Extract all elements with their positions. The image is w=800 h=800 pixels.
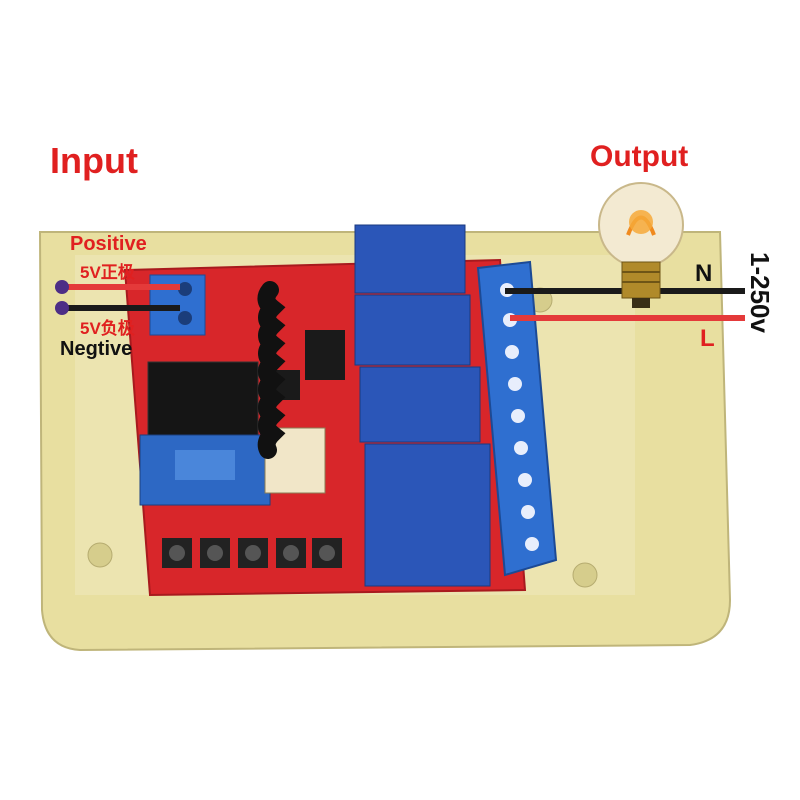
light-bulb-icon xyxy=(598,182,684,308)
relay xyxy=(354,294,471,366)
antenna xyxy=(257,281,286,459)
relay xyxy=(354,224,466,294)
output-terminal-block xyxy=(476,260,558,577)
voltage-range-label: 1-250v xyxy=(745,252,775,333)
output-heading: Output xyxy=(590,140,689,173)
wire-end-dot xyxy=(55,280,69,294)
tactile-button-row xyxy=(162,538,342,568)
wire-end-dot xyxy=(55,301,69,315)
rf-receiver-module xyxy=(147,361,259,443)
relay xyxy=(359,366,481,443)
ic-chip xyxy=(305,330,345,380)
negative-label: Negtive xyxy=(60,338,133,360)
positive-label: Positive xyxy=(70,233,147,255)
input-heading: Input xyxy=(50,140,138,181)
5v-positive-label: 5V正极 xyxy=(80,263,135,282)
mount-hole xyxy=(572,562,598,588)
relay xyxy=(364,443,491,587)
relay-bank xyxy=(354,224,491,587)
live-label: L xyxy=(700,325,715,352)
mount-hole xyxy=(87,542,113,568)
neutral-label: N xyxy=(695,260,713,287)
5v-negative-label: 5V负极 xyxy=(80,319,135,338)
